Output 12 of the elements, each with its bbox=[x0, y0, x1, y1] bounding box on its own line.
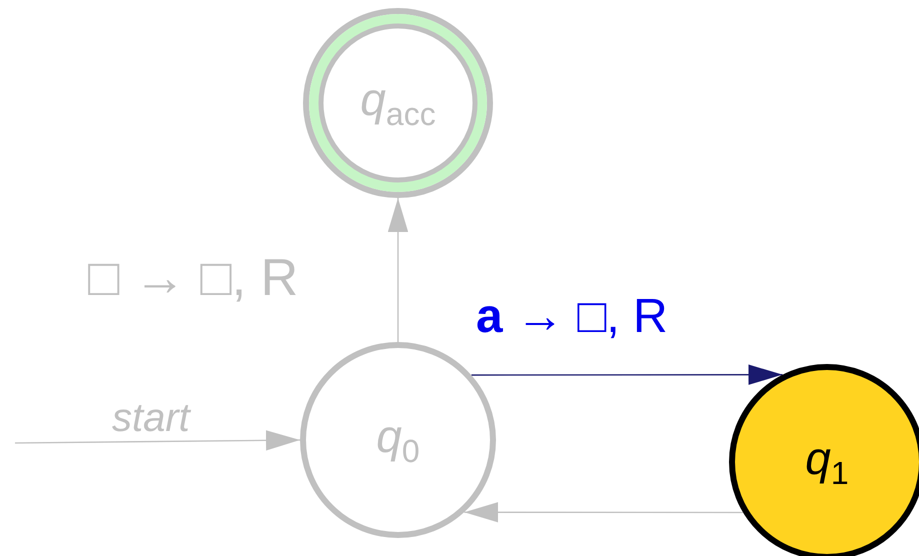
arrow bbox=[388, 198, 408, 342]
state-name: q$_{1}$ bbox=[805, 434, 849, 490]
edge-label: start bbox=[112, 398, 190, 438]
state-name: q$_{acc}$ bbox=[360, 76, 436, 130]
arrow bbox=[15, 430, 300, 451]
accept-state-circle bbox=[303, 8, 493, 198]
edge-label: □ → □, R bbox=[88, 252, 298, 304]
arrow bbox=[464, 502, 743, 522]
edge-label: a → □, R bbox=[476, 293, 668, 341]
arrow bbox=[471, 364, 783, 385]
state-circle bbox=[300, 342, 496, 538]
state-name: q$_{0}$ bbox=[376, 412, 420, 468]
